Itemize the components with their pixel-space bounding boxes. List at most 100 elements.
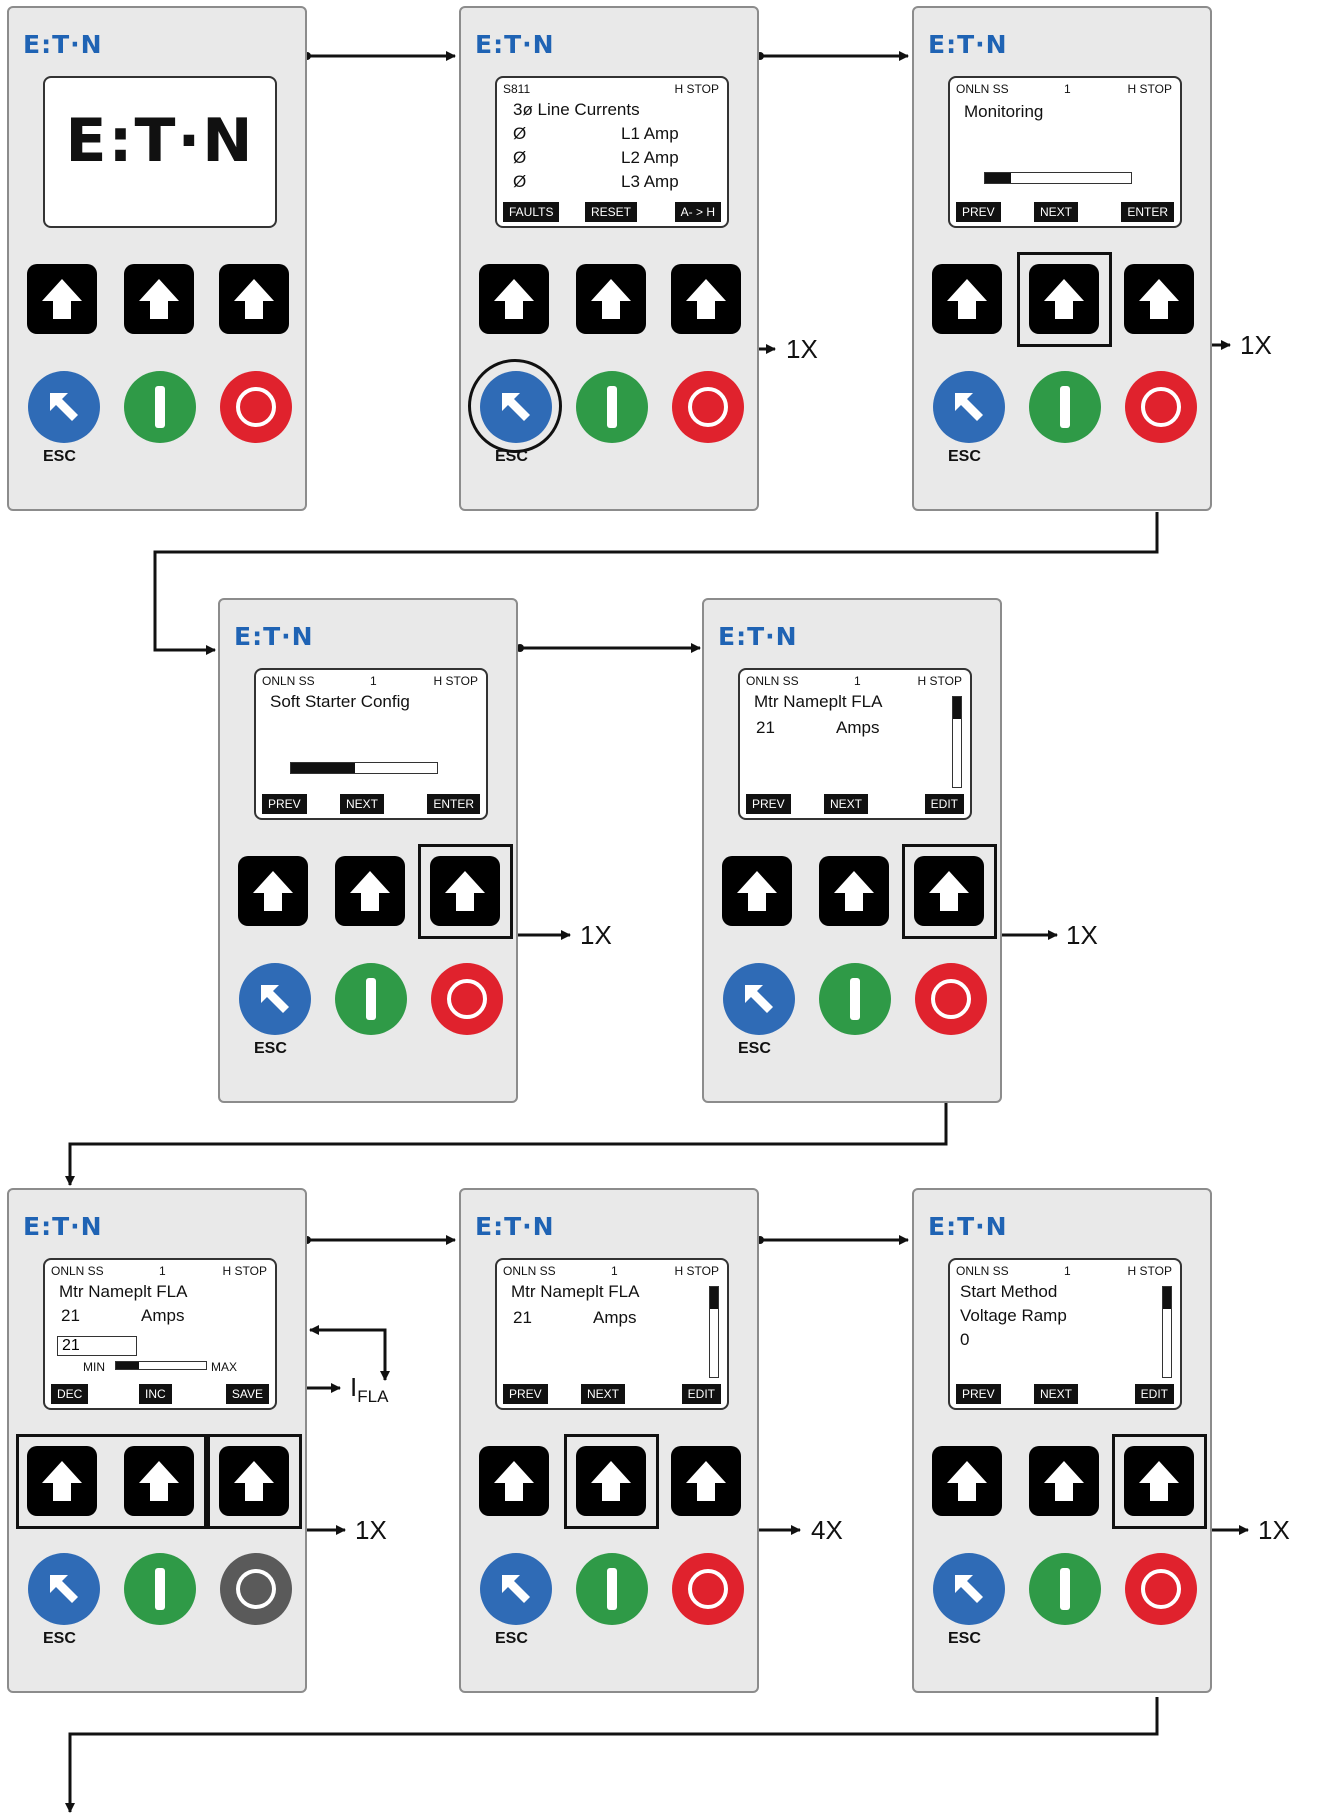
softkey-right-button[interactable] xyxy=(430,856,500,926)
parameter-value: 21 xyxy=(756,718,775,737)
lcd-header: S811 H STOP xyxy=(503,82,719,96)
edit-value-field[interactable]: 21 xyxy=(57,1336,137,1356)
stop-button[interactable] xyxy=(1125,1553,1197,1625)
menu-scrollbar[interactable] xyxy=(1162,1286,1172,1378)
esc-label: ESC xyxy=(43,448,76,465)
softkey-middle-button[interactable] xyxy=(1029,264,1099,334)
range-slider[interactable] xyxy=(115,1361,207,1370)
menu-progress-bar xyxy=(984,172,1132,184)
stop-button[interactable] xyxy=(220,1553,292,1625)
scroll-thumb[interactable] xyxy=(710,1287,718,1309)
stop-button[interactable] xyxy=(672,371,744,443)
esc-button[interactable] xyxy=(239,963,311,1035)
softkey-right-button[interactable] xyxy=(671,264,741,334)
scroll-thumb[interactable] xyxy=(1163,1287,1171,1309)
softkey-left-button[interactable] xyxy=(479,264,549,334)
esc-button[interactable] xyxy=(28,371,100,443)
softkey-label-edit: EDIT xyxy=(681,1384,721,1404)
esc-button[interactable] xyxy=(933,1553,1005,1625)
softkey-left-button[interactable] xyxy=(932,1446,1002,1516)
start-button[interactable] xyxy=(1029,371,1101,443)
brand-logo: E:T·N xyxy=(23,1212,103,1241)
softkey-right-button[interactable] xyxy=(671,1446,741,1516)
lcd-screen: ONLN SS 1 H STOP Mtr Nameplt FLA 21 Amps… xyxy=(43,1258,277,1410)
softkey-middle-button[interactable] xyxy=(1029,1446,1099,1516)
back-arrow-icon xyxy=(261,985,289,1013)
up-arrow-icon xyxy=(494,279,534,319)
softkey-label-prev: PREV xyxy=(262,794,307,814)
menu-progress-fill xyxy=(985,173,1012,183)
keypad-panel-2: E:T·N S811 H STOP 3ø Line Currents Ø L1 … xyxy=(459,6,759,511)
softkey-label-faults: FAULTS xyxy=(503,202,560,222)
softkey-left-button[interactable] xyxy=(479,1446,549,1516)
softkey-middle-button[interactable] xyxy=(819,856,889,926)
mode-label: ONLN SS xyxy=(956,1264,1009,1278)
brand-logo: E:T·N xyxy=(475,1212,555,1241)
mode-label: S811 xyxy=(503,82,531,96)
lcd-screen: ONLN SS 1 H STOP Start Method Voltage Ra… xyxy=(948,1258,1182,1410)
softkey-left-button[interactable] xyxy=(238,856,308,926)
stop-button[interactable] xyxy=(915,963,987,1035)
press-count-save: 1X xyxy=(355,1515,387,1545)
softkey-right-button[interactable] xyxy=(219,264,289,334)
lcd-header: ONLN SS 1 H STOP xyxy=(956,1264,1172,1278)
softkey-middle-button[interactable] xyxy=(576,264,646,334)
softkey-middle-button[interactable] xyxy=(335,856,405,926)
stop-icon xyxy=(1141,387,1181,427)
start-button[interactable] xyxy=(576,1553,648,1625)
stop-button[interactable] xyxy=(1125,371,1197,443)
esc-button[interactable] xyxy=(28,1553,100,1625)
start-icon xyxy=(155,386,165,428)
start-button[interactable] xyxy=(335,963,407,1035)
start-button[interactable] xyxy=(1029,1553,1101,1625)
up-arrow-icon xyxy=(234,279,274,319)
brand-logo: E:T·N xyxy=(23,30,103,59)
menu-scrollbar[interactable] xyxy=(952,696,962,788)
softkey-label-edit: EDIT xyxy=(1134,1384,1174,1404)
start-icon xyxy=(1060,386,1070,428)
softkey-left-button[interactable] xyxy=(722,856,792,926)
start-button[interactable] xyxy=(819,963,891,1035)
esc-highlight-circle xyxy=(468,359,562,453)
softkey-label-mode: A- > H xyxy=(674,202,721,222)
lcd-header: ONLN SS 1 H STOP xyxy=(956,82,1172,96)
esc-button[interactable] xyxy=(723,963,795,1035)
softkey-right-button[interactable] xyxy=(219,1446,289,1516)
stop-status: H STOP xyxy=(433,674,478,688)
start-icon xyxy=(607,1568,617,1610)
scroll-thumb[interactable] xyxy=(953,697,961,719)
start-button[interactable] xyxy=(576,371,648,443)
start-button[interactable] xyxy=(124,371,196,443)
softkey-right-button[interactable] xyxy=(1124,264,1194,334)
esc-button[interactable] xyxy=(933,371,1005,443)
softkey-middle-button[interactable] xyxy=(576,1446,646,1516)
menu-scrollbar[interactable] xyxy=(709,1286,719,1378)
lcd-header: ONLN SS 1 H STOP xyxy=(746,674,962,688)
softkey-left-button[interactable] xyxy=(27,1446,97,1516)
arrow-panel8-to-next xyxy=(65,1697,1159,1813)
esc-button[interactable] xyxy=(480,1553,552,1625)
softkey-right-button[interactable] xyxy=(914,856,984,926)
stop-button[interactable] xyxy=(220,371,292,443)
range-min-label: MIN xyxy=(83,1360,105,1374)
parameter-unit: Amps xyxy=(836,718,880,737)
up-arrow-icon xyxy=(253,871,293,911)
softkey-right-button[interactable] xyxy=(1124,1446,1194,1516)
softkey-label-prev: PREV xyxy=(956,202,1001,222)
ifla-subscript: FLA xyxy=(357,1387,389,1407)
enter-key-highlight xyxy=(418,844,513,939)
mode-label: ONLN SS xyxy=(503,1264,556,1278)
softkey-middle-button[interactable] xyxy=(124,264,194,334)
softkey-left-button[interactable] xyxy=(27,264,97,334)
softkey-middle-button[interactable] xyxy=(124,1446,194,1516)
esc-label: ESC xyxy=(254,1040,287,1057)
stop-button[interactable] xyxy=(672,1553,744,1625)
next-key-highlight xyxy=(1017,252,1112,347)
softkey-left-button[interactable] xyxy=(932,264,1002,334)
stop-button[interactable] xyxy=(431,963,503,1035)
esc-label: ESC xyxy=(738,1040,771,1057)
stop-status: H STOP xyxy=(674,82,719,96)
lcd-screen: ONLN SS 1 H STOP Soft Starter Config PRE… xyxy=(254,668,488,820)
start-button[interactable] xyxy=(124,1553,196,1625)
mode-label: ONLN SS xyxy=(51,1264,104,1278)
